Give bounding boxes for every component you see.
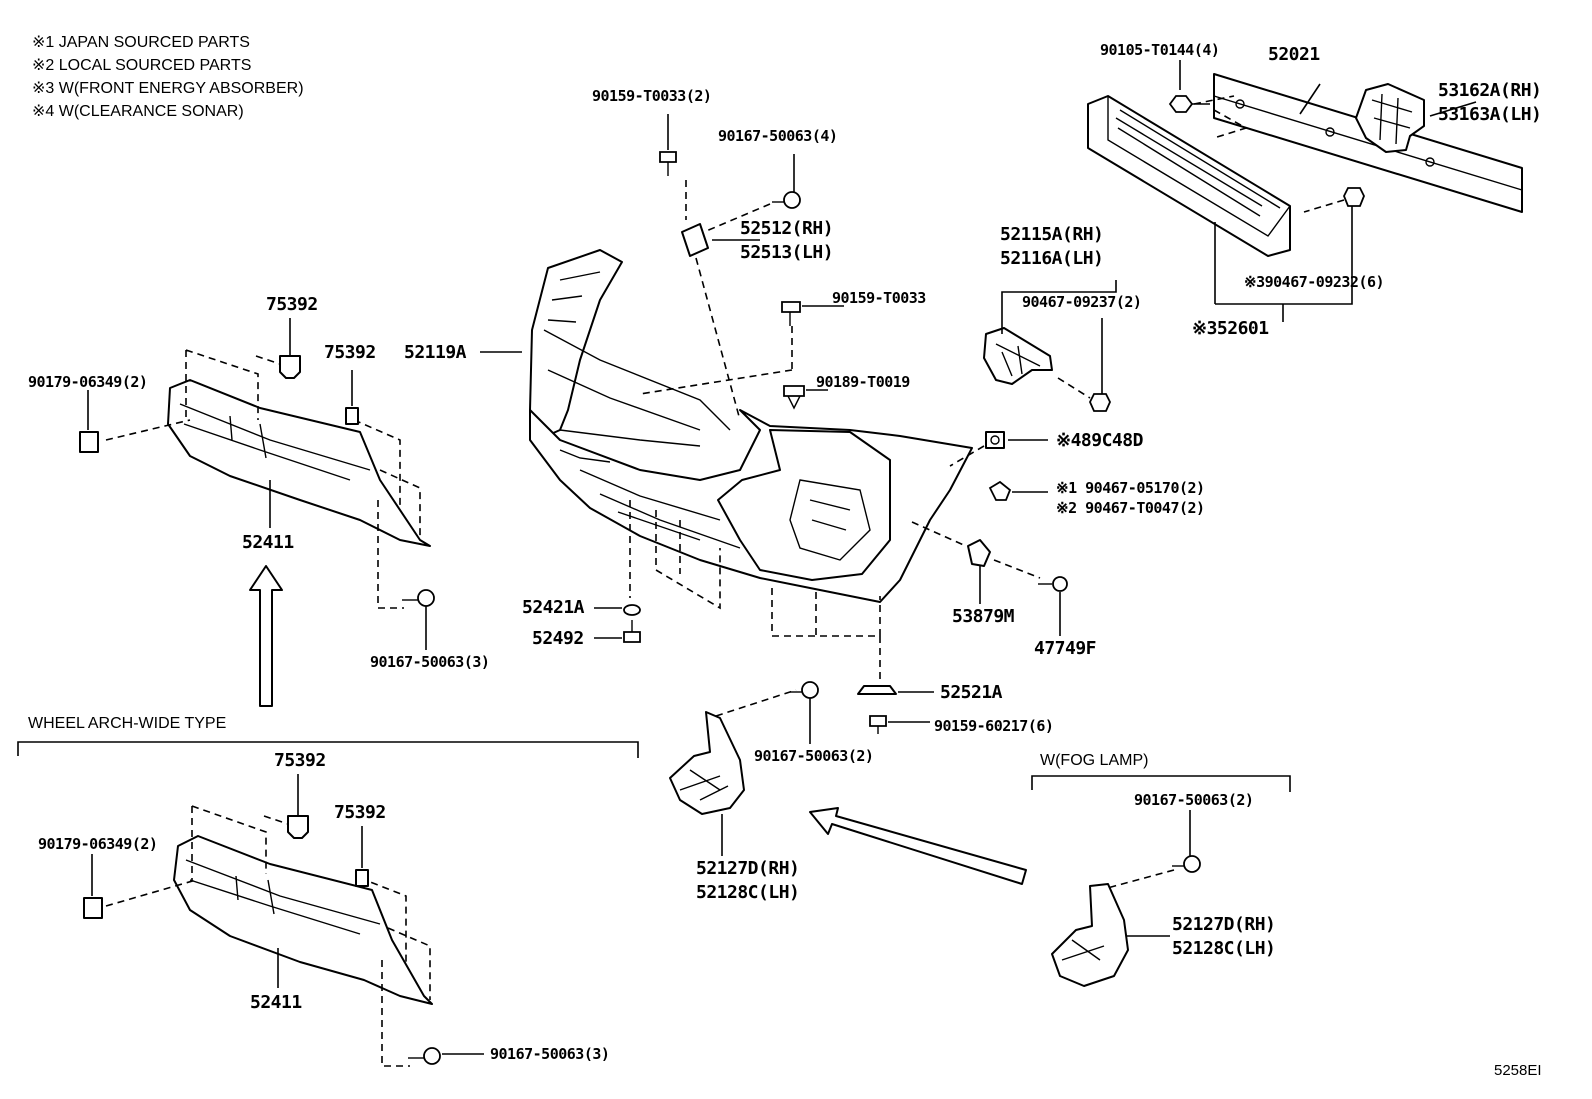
label-52116a[interactable]: 52116A(LH) [1000, 248, 1104, 269]
bracket-53162a [1355, 83, 1425, 153]
nut-90467-09232 [1343, 187, 1365, 207]
label-75392-a[interactable]: 75392 [266, 294, 318, 315]
nut-90467-05170 [988, 480, 1012, 501]
section-wheel-arch-wide: WHEEL ARCH-WIDE TYPE [28, 715, 227, 732]
label-52512[interactable]: 52512(RH) [740, 218, 834, 239]
label-52128c-a[interactable]: 52128C(LH) [696, 882, 800, 903]
label-75392-c[interactable]: 75392 [274, 750, 326, 771]
bolt-90105 [1168, 95, 1210, 113]
note-local-sourced: ※2 LOCAL SOURCED PARTS [32, 57, 252, 74]
note-clearance-sonar: ※4 W(CLEARANCE SONAR) [32, 103, 244, 120]
clip-75392-c [287, 815, 309, 839]
grommet-52421a [623, 604, 641, 616]
clip-90159-t0033 [781, 301, 801, 326]
label-90167-50063-3a[interactable]: 90167-50063(3) [370, 653, 490, 671]
fog-cover-52127d-b [1051, 883, 1129, 987]
clip-75392-d [355, 869, 369, 887]
label-52601[interactable]: ※352601 [1192, 318, 1269, 339]
label-90467-09237[interactable]: 90467-09237(2) [1022, 293, 1142, 311]
label-52513[interactable]: 52513(LH) [740, 242, 834, 263]
bolt-90167-3a [402, 589, 435, 607]
label-90159-t0033-2[interactable]: 90159-T0033(2) [592, 87, 712, 105]
reinforcement-52021 [1213, 73, 1523, 213]
label-89c48d[interactable]: ※489C48D [1056, 430, 1143, 451]
side-bracket-52115a [983, 327, 1053, 385]
label-90159-60217[interactable]: 90159-60217(6) [934, 717, 1054, 735]
bolt-90167-2b [1172, 855, 1201, 873]
label-90167-50063-2b[interactable]: 90167-50063(2) [1134, 791, 1254, 809]
retainer-53879m [967, 539, 991, 567]
label-52128c-b[interactable]: 52128C(LH) [1172, 938, 1276, 959]
note-front-energy-absorber: ※3 W(FRONT ENERGY ABSORBER) [32, 80, 304, 97]
nut-90467-09237 [1089, 393, 1111, 412]
label-90179-06349-b[interactable]: 90179-06349(2) [38, 835, 158, 853]
fog-cover-52127d-a [669, 711, 745, 815]
label-75392-b[interactable]: 75392 [324, 342, 376, 363]
label-90105[interactable]: 90105-T0144(4) [1100, 41, 1220, 59]
label-90179-06349-a[interactable]: 90179-06349(2) [28, 373, 148, 391]
label-52421a[interactable]: 52421A [522, 597, 585, 618]
label-90167-50063-4[interactable]: 90167-50063(4) [718, 127, 838, 145]
bracket-52512 [681, 223, 709, 257]
label-53162a[interactable]: 53162A(RH) [1438, 80, 1542, 101]
note-japan-sourced: ※1 JAPAN SOURCED PARTS [32, 34, 250, 51]
clip-90189-t0019 [783, 385, 805, 410]
clip-75392-b [345, 407, 359, 425]
label-90167-50063-2a[interactable]: 90167-50063(2) [754, 747, 874, 765]
label-90467-09232[interactable]: ※390467-09232(6) [1244, 273, 1385, 291]
label-52115a[interactable]: 52115A(RH) [1000, 224, 1104, 245]
label-52119a[interactable]: 52119A [404, 342, 467, 363]
label-90467-05170[interactable]: ※1 90467-05170(2) [1056, 479, 1205, 497]
label-53163a[interactable]: 53163A(LH) [1438, 104, 1542, 125]
up-arrow-icon [249, 565, 283, 707]
label-52127d-b[interactable]: 52127D(RH) [1172, 914, 1276, 935]
clip-52492 [623, 620, 641, 643]
bumper-cover-52119a [529, 249, 973, 603]
label-53879m[interactable]: 53879M [952, 606, 1015, 627]
section-fog-lamp: W(FOG LAMP) [1040, 752, 1149, 769]
label-52521a[interactable]: 52521A [940, 682, 1003, 703]
spoiler-52411-upper [167, 379, 431, 547]
label-90167-50063-3b[interactable]: 90167-50063(3) [490, 1045, 610, 1063]
energy-absorber-52601 [1087, 95, 1291, 257]
clip-52521a [857, 685, 897, 695]
clip-90159-t0033-top [659, 151, 677, 176]
clip-90159-60217 [869, 715, 887, 734]
clip-75392-a [279, 355, 301, 379]
bolt-90167-50063-4 [772, 191, 801, 209]
screw-47749f [1038, 576, 1068, 592]
fastener-90179-a [79, 431, 99, 453]
label-47749f[interactable]: 47749F [1034, 638, 1097, 659]
fastener-90179-b [83, 897, 103, 919]
label-52411-b[interactable]: 52411 [250, 992, 302, 1013]
figure-code: 5258EI [1494, 1062, 1542, 1079]
label-52492[interactable]: 52492 [532, 628, 584, 649]
bolt-90167-2a [790, 681, 819, 699]
label-52021[interactable]: 52021 [1268, 44, 1320, 65]
sensor-89c48d [985, 431, 1005, 449]
label-52411-a[interactable]: 52411 [242, 532, 294, 553]
bolt-90167-3b [408, 1047, 441, 1065]
label-90189-t0019[interactable]: 90189-T0019 [816, 373, 910, 391]
label-90159-t0033[interactable]: 90159-T0033 [832, 289, 926, 307]
arrow-fog-icon [809, 807, 1027, 885]
label-75392-d[interactable]: 75392 [334, 802, 386, 823]
label-52127d-a[interactable]: 52127D(RH) [696, 858, 800, 879]
spoiler-52411-wide [173, 835, 433, 1005]
label-90467-t0047[interactable]: ※2 90467-T0047(2) [1056, 499, 1205, 517]
